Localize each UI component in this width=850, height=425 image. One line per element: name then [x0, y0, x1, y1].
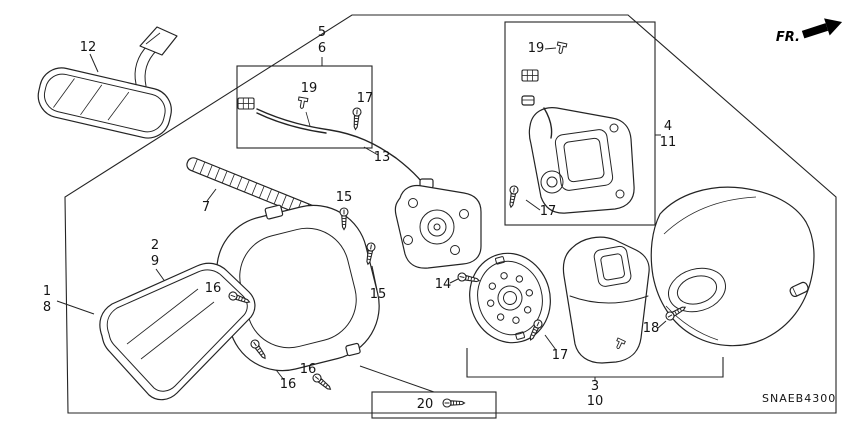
callout-12: 12	[80, 40, 97, 55]
callout-17-c: 17	[552, 348, 569, 363]
callout-3: 3	[591, 379, 599, 394]
clip-icon	[555, 41, 568, 55]
callout-10: 10	[587, 394, 604, 409]
callout-5: 5	[318, 25, 326, 40]
diagram-border	[64, 14, 837, 414]
callout-16-a: 16	[205, 281, 222, 296]
mirror-wire-harness	[256, 108, 432, 197]
screw-icon	[350, 107, 362, 131]
mirror-folding-base	[528, 107, 635, 214]
fr-direction-indicator: FR.	[776, 18, 843, 45]
group-box-20	[371, 391, 497, 419]
grommet-icon	[521, 95, 535, 106]
callout-19-b: 19	[528, 41, 545, 56]
actuator-base-plate	[469, 252, 551, 344]
fr-arrow-icon	[801, 18, 843, 39]
callout-9: 9	[151, 254, 159, 269]
callout-4: 4	[664, 119, 672, 134]
connector-icon	[521, 69, 539, 82]
callout-17-b: 17	[540, 204, 557, 219]
rearview-mirror	[37, 26, 178, 139]
callout-1: 1	[43, 284, 51, 299]
screw-icon	[442, 398, 466, 408]
callout-16-c: 16	[300, 362, 317, 377]
callout-11: 11	[660, 135, 677, 150]
mirror-glass	[99, 262, 256, 401]
group-box-20-stem	[359, 365, 435, 393]
callout-14: 14	[435, 277, 452, 292]
screw-icon	[506, 184, 520, 209]
callout-17-a: 17	[357, 91, 374, 106]
group-box-4-11	[504, 21, 656, 226]
callout-6: 6	[318, 41, 326, 56]
callout-18: 18	[643, 321, 660, 336]
mirror-actuator	[394, 178, 482, 269]
mirror-base-cover	[562, 236, 650, 364]
callout-20: 20	[417, 397, 434, 412]
callout-15-a: 15	[336, 190, 353, 205]
callout-16-b: 16	[280, 377, 297, 392]
mirror-mount-foot	[139, 26, 178, 56]
callout-13: 13	[374, 150, 391, 165]
callout-19-a: 19	[301, 81, 318, 96]
diagram-code: SNAEB4300	[762, 392, 836, 405]
group-box-5-6	[236, 65, 373, 149]
mirror-housing-shell	[650, 186, 815, 347]
callout-8: 8	[43, 300, 51, 315]
fr-label: FR.	[776, 30, 800, 45]
clip-icon	[296, 96, 309, 110]
callout-2: 2	[151, 238, 159, 253]
callout-15-b: 15	[370, 287, 387, 302]
callout-7: 7	[202, 200, 210, 215]
connector-icon	[237, 97, 255, 110]
